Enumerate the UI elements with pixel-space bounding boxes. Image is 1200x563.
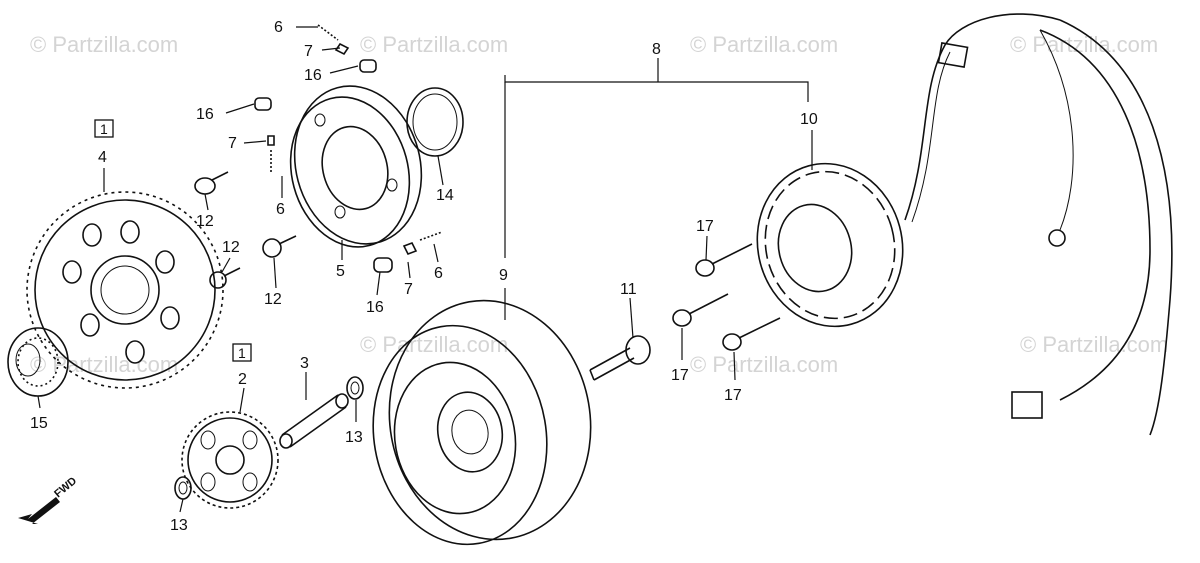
reduction-shaft [279,393,349,449]
callout-label: 15 [30,415,48,432]
callout-label: 5 [336,263,345,280]
watermark: © Partzilla.com [30,32,178,57]
watermark: © Partzilla.com [360,332,508,357]
starter-driven-gear [26,191,224,389]
callout-label: 17 [696,218,714,235]
socket-bolts [194,171,297,289]
flywheel-bolt [589,335,651,381]
callout-label: 12 [264,291,282,308]
callout-label: 11 [620,281,637,298]
callout-label: 6 [276,201,285,218]
clutch-rollers-springs [254,24,443,273]
flywheel [372,299,592,546]
fwd-arrow-icon [18,497,60,524]
callout-label: 2 [238,371,247,388]
watermarks: © Partzilla.com © Partzilla.com © Partzi… [30,32,1168,377]
callout-label: 6 [434,265,443,282]
watermark: © Partzilla.com [690,32,838,57]
callout-label: 7 [228,135,237,152]
callout-label: 12 [222,239,240,256]
watermark: © Partzilla.com [30,352,178,377]
callout-label: 16 [366,299,384,316]
callout-label: 17 [671,367,689,384]
watermark: © Partzilla.com [1010,32,1158,57]
wire-harness [904,13,1173,436]
watermark: © Partzilla.com [690,352,838,377]
callout-label: 10 [800,111,818,128]
fwd-label: FWD [52,475,79,500]
boxed-callout: 1 [232,343,252,362]
seal-ring [406,87,464,157]
callout-label: 7 [404,281,413,298]
callout-label: 4 [98,149,107,166]
callout-label: 12 [196,213,214,230]
boxed-callout: 1 [94,119,114,138]
starter-clutch-outer [289,85,423,248]
leader-lines [37,26,813,513]
callout-labels: 6 7 16 16 7 6 12 12 12 5 14 7 6 16 8 10 … [30,19,818,534]
callout-label: 14 [436,187,454,204]
callout-label: 17 [724,387,742,404]
callout-label: 16 [196,106,214,123]
callout-label: 7 [304,43,313,60]
boxed-callout-number: 1 [238,345,246,361]
reduction-gear [181,411,279,509]
callout-label: 13 [170,517,188,534]
fwd-indicator: FWD [18,475,79,524]
watermark: © Partzilla.com [1020,332,1168,357]
callout-label: 6 [274,19,283,36]
callout-label: 16 [304,67,322,84]
callout-label: 3 [300,355,309,372]
stator-bolts [672,243,781,351]
callout-label: 9 [499,267,508,284]
boxed-callout-number: 1 [100,121,108,137]
callout-label: 8 [652,41,661,58]
stator [756,162,904,328]
callout-label: 13 [345,429,363,446]
watermark: © Partzilla.com [360,32,508,57]
washers [174,376,364,500]
